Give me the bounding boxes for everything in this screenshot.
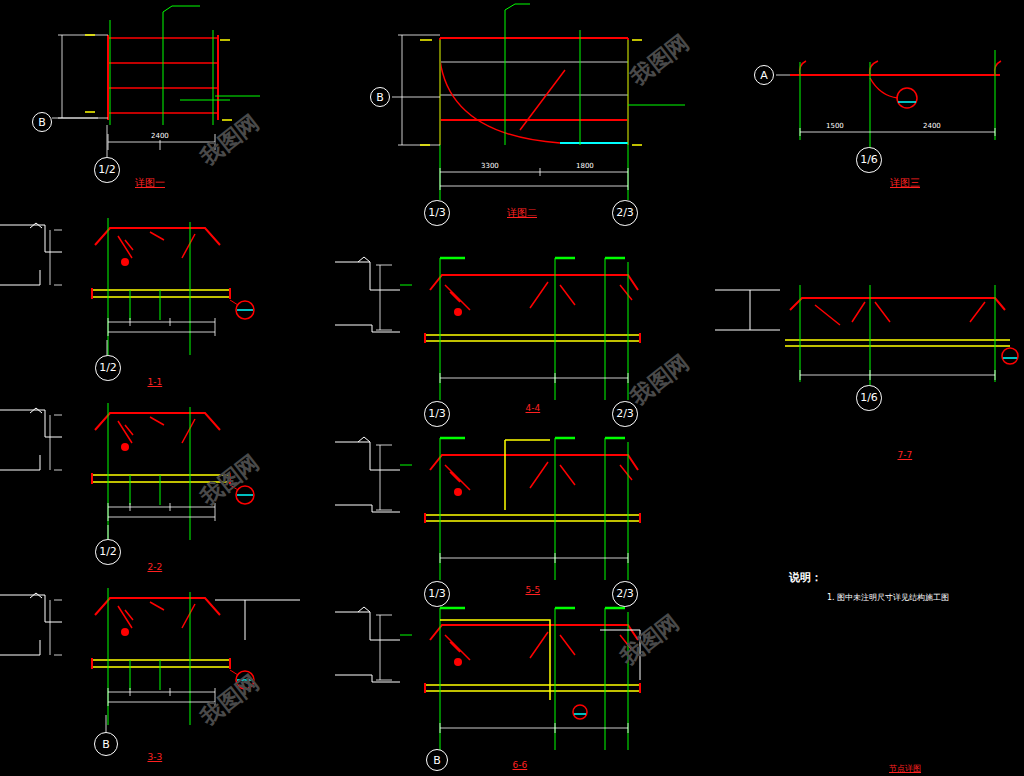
axis-bubble: 1/2 [94,157,120,183]
axis-label: B [376,91,384,104]
watermark: 我图网 [195,668,265,732]
axis-label: 1/6 [860,391,878,404]
axis-bubble: B [426,749,448,771]
note-text: 1. 图中未注明尺寸详见结构施工图 [827,592,949,603]
drawing-title: 详图三 [889,176,921,190]
section-title: 6-6 [512,760,529,770]
axis-label: B [38,116,46,129]
axis-label: 2/3 [616,587,634,600]
note-text: 说明： [789,570,822,585]
section-title: 3-3 [147,752,164,762]
axis-bubble: A [754,65,774,85]
axis-label: 2/3 [616,206,634,219]
axis-bubble: 1/2 [95,539,121,565]
axis-bubble: B [94,732,118,756]
axis-bubble: 2/3 [612,401,638,427]
axis-label: 1/2 [98,163,116,176]
watermark: 我图网 [615,608,685,672]
section-title: 1-1 [147,377,164,387]
watermark: 我图网 [625,348,695,412]
axis-label: 1/3 [428,206,446,219]
axis-label: 1/3 [428,587,446,600]
section-title: 2-2 [147,562,164,572]
dimension-text: 3300 [480,162,500,170]
watermark: 我图网 [625,28,695,92]
axis-label: B [433,754,441,767]
axis-bubble: 2/3 [612,581,638,607]
axis-bubble: 1/6 [856,385,882,411]
axis-label: 1/3 [428,407,446,420]
dimension-text: 1800 [575,162,595,170]
section-title: 4-4 [525,403,542,413]
watermark: 我图网 [195,108,265,172]
axis-label: 1/2 [99,545,117,558]
drawing-title: 详图一 [134,176,166,190]
axis-label: A [760,69,768,82]
axis-label: 1/2 [99,361,117,374]
axis-label: B [102,738,110,751]
dimension-text: 2400 [150,132,170,140]
axis-label: 2/3 [616,407,634,420]
axis-bubble: B [32,112,52,132]
dimension-text: 2400 [922,122,942,130]
axis-bubble: 1/3 [424,200,450,226]
drawing-title: 详图二 [506,206,538,220]
section-title: 7-7 [897,450,914,460]
axis-bubble: 1/2 [95,355,121,381]
watermark: 我图网 [195,448,265,512]
axis-bubble: 1/3 [424,401,450,427]
axis-bubble: B [370,87,390,107]
axis-bubble: 2/3 [612,200,638,226]
note-text: 节点详图 [889,763,921,774]
dimension-text: 1500 [825,122,845,130]
axis-bubble: 1/6 [856,147,882,173]
axis-label: 1/6 [860,153,878,166]
axis-bubble: 1/3 [424,581,450,607]
section-title: 5-5 [525,585,542,595]
